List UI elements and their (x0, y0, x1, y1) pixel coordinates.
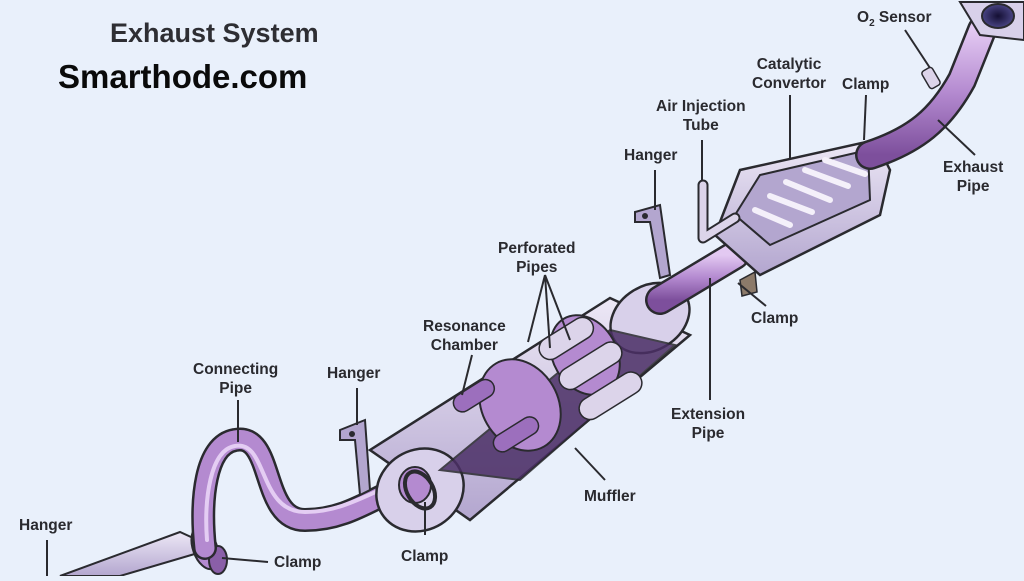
leader-resonance (461, 354, 473, 396)
label-hanger-left: Hanger (19, 517, 73, 534)
label-clamp-top: Clamp (842, 76, 890, 93)
label-hanger-mid: Hanger (327, 365, 381, 382)
site-name: Smarthode.com (58, 58, 308, 95)
leader-perforated-1 (527, 274, 546, 343)
exhaust-pipe-shape (855, 1, 1024, 170)
label-clamp-bottom: Clamp (274, 554, 322, 571)
label-clamp-mid: Clamp (751, 310, 799, 327)
leader-perforated-3 (544, 274, 571, 341)
catalytic-convertor-shape (713, 138, 892, 297)
leader-lines (46, 29, 976, 576)
leader-clamp-top (863, 94, 867, 141)
hanger-mid-shape (339, 418, 372, 497)
muffler-clamp-shape (402, 469, 438, 511)
extension-pipe-shape (645, 240, 750, 315)
label-o2-sensor: O2 Sensor (857, 9, 932, 30)
o2-sensor-shape (921, 66, 941, 90)
label-muffler: Muffler (584, 488, 636, 505)
leader-muffler (574, 447, 606, 481)
leader-o2-sensor (904, 29, 931, 69)
connecting-pipe-shape (191, 427, 417, 560)
leader-clamp-bottom (221, 557, 269, 563)
leader-clamp-mid (737, 282, 767, 307)
label-clamp-muffler: Clamp (401, 548, 449, 565)
leader-perforated-2 (544, 274, 551, 349)
air-injection-tube-shape (697, 179, 741, 244)
page-title: Exhaust System (110, 18, 319, 48)
hanger-top-shape (634, 203, 672, 280)
leader-exhaust-pipe (937, 119, 976, 156)
label-hanger-top: Hanger (624, 147, 678, 164)
